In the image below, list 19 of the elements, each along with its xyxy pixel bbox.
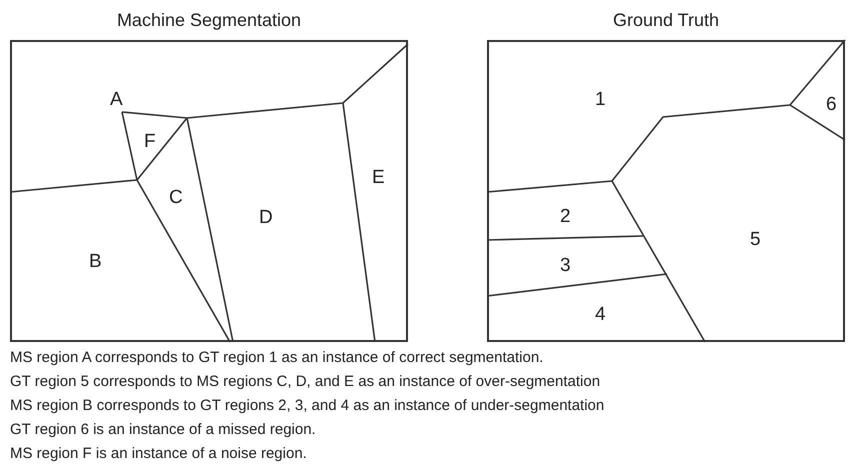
region-label: 5 [750,230,761,249]
region-label: B [89,252,102,271]
caption-sentence: MS region F is an instance of a noise region. [10,446,307,462]
panel-title: Ground Truth [612,10,720,31]
region-label: 4 [595,305,606,324]
region-label: A [110,90,123,109]
region-label: 3 [560,256,571,275]
region-label: E [372,168,385,187]
region-label: 1 [595,90,606,109]
panel-title: Machine Segmentation [116,10,302,31]
region-label: F [144,132,156,151]
caption-sentence: MS region B corresponds to GT regions 2, 3, and 4 as an instance of under-segmentation [10,398,604,414]
region-label: 6 [826,95,837,114]
caption-sentence: GT region 6 is an instance of a missed region. [10,422,316,438]
region-label: 2 [560,207,571,226]
caption-sentence: MS region A corresponds to GT region 1 as an instance of correct segmentation. [10,350,544,366]
caption-sentence: GT region 5 corresponds to MS regions C, D, and E as an instance of over-segmentation [10,374,600,390]
region-label: C [169,188,183,207]
region-label: D [259,208,273,227]
